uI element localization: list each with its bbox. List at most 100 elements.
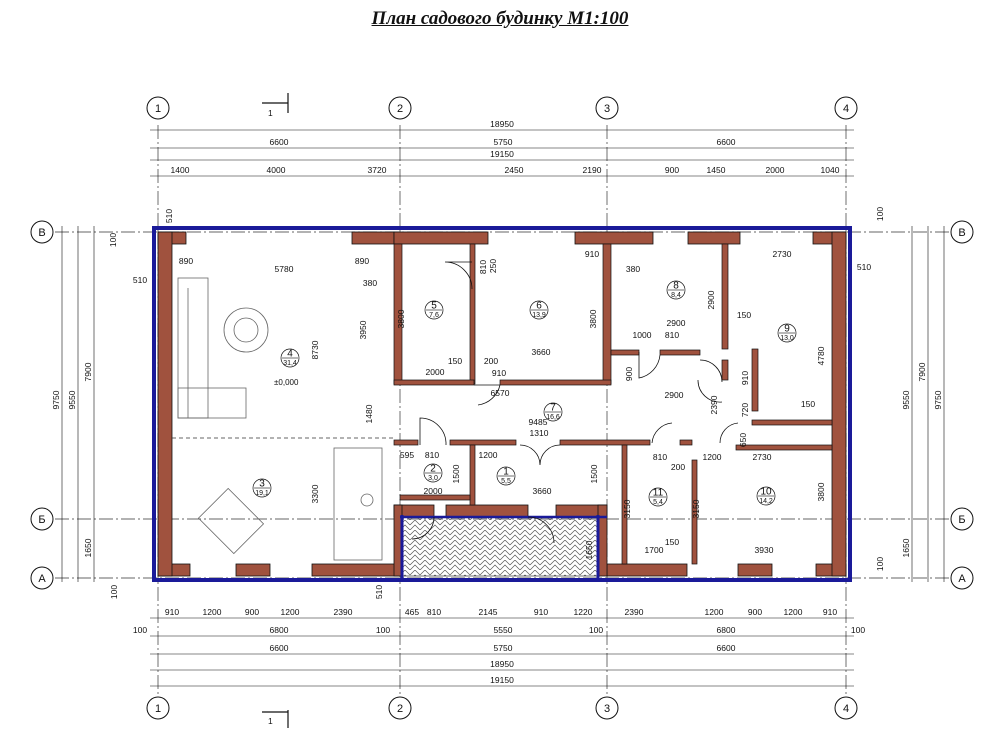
- dim-bottom-opening: 910: [823, 607, 837, 617]
- dim-top-overall-axes: 18950: [490, 119, 514, 129]
- room-number: 10: [760, 487, 772, 498]
- axis-label-4: 4: [843, 103, 849, 115]
- room-area: 16,6: [546, 414, 560, 421]
- dim-top-opening: 2450: [505, 165, 524, 175]
- rug-icon: [223, 307, 269, 353]
- dim-interior: 1500: [451, 464, 461, 483]
- dim-top-span: 6600: [270, 137, 289, 147]
- dim-interior: 2900: [706, 290, 716, 309]
- dim-interior: 380: [626, 264, 640, 274]
- axis-label-А: А: [958, 573, 966, 585]
- dim-left: 510: [374, 585, 384, 599]
- room-number: 11: [653, 488, 664, 499]
- dim-interior: 150: [737, 310, 751, 320]
- axis-bubble-4: [834, 96, 858, 120]
- dim-bottom-overall-axes: 18950: [490, 659, 514, 669]
- dim-interior: 2730: [753, 452, 772, 462]
- room-area: 5,4: [653, 499, 663, 506]
- dim-interior: 1500: [589, 464, 599, 483]
- dim-interior: 3800: [816, 482, 826, 501]
- external-walls: [152, 226, 852, 582]
- doors: [411, 261, 739, 544]
- dim-interior: 3950: [358, 320, 368, 339]
- dim-interior: 595: [400, 450, 414, 460]
- room-number: 1: [503, 467, 509, 478]
- dim-interior: 650: [738, 433, 748, 447]
- dim-left: 9750: [51, 390, 61, 409]
- dim-interior: 1480: [364, 404, 374, 423]
- dim-interior: 150: [665, 537, 679, 547]
- dim-interior: 1200: [703, 452, 722, 462]
- dim-interior: 5780: [275, 264, 294, 274]
- axis-label-В: В: [958, 227, 965, 239]
- axis-bubble-2: [388, 96, 412, 120]
- room-area: 14,2: [759, 498, 773, 505]
- dim-interior: 2000: [424, 486, 443, 496]
- dim-left: 1650: [83, 538, 93, 557]
- dim-bottom-span: 5750: [494, 643, 513, 653]
- dim-interior: 2900: [667, 318, 686, 328]
- room-area: 31,4: [283, 360, 297, 367]
- dim-bottom-wall: 100: [133, 625, 147, 635]
- dim-bottom-opening: 2390: [334, 607, 353, 617]
- drawing-title: План садового будинку М1:100: [371, 8, 629, 29]
- dim-interior: 3150: [622, 499, 632, 518]
- axis-bubble-А: [950, 566, 974, 590]
- room-area: 8,4: [671, 292, 681, 299]
- dim-right: 9550: [901, 390, 911, 409]
- axis-label-4: 4: [843, 703, 849, 715]
- dim-top-opening: 1400: [171, 165, 190, 175]
- dim-interior: 2390: [709, 395, 719, 414]
- dim-interior: 910: [585, 249, 599, 259]
- dim-bottom-opening: 1220: [574, 607, 593, 617]
- axis-label-1: 1: [155, 703, 161, 715]
- room-number: 2: [430, 464, 436, 475]
- dim-interior: 200: [484, 356, 498, 366]
- dim-interior: 6570: [491, 388, 510, 398]
- dim-bottom-opening: 910: [534, 607, 548, 617]
- dim-left: 100: [108, 233, 118, 247]
- dim-interior: 890: [179, 256, 193, 266]
- dim-interior: 1200: [479, 450, 498, 460]
- dim-interior: 810: [478, 260, 488, 274]
- dim-interior: 200: [671, 462, 685, 472]
- axis-label-3: 3: [604, 103, 610, 115]
- room-number: 4: [287, 349, 293, 360]
- room-area: 19,1: [255, 490, 269, 497]
- dim-bottom-opening: 465: [405, 607, 419, 617]
- axis-bubble-4: [834, 696, 858, 720]
- room-number: 6: [536, 301, 542, 312]
- dim-interior: 1700: [645, 545, 664, 555]
- dim-top-opening: 1450: [707, 165, 726, 175]
- axis-bubble-2: [388, 696, 412, 720]
- axis-label-2: 2: [397, 703, 403, 715]
- room-area: 13,0: [780, 335, 794, 342]
- axis-bubble-1: [146, 696, 170, 720]
- dim-bottom-opening: 2390: [625, 607, 644, 617]
- dim-bottom-wall: 100: [851, 625, 865, 635]
- axis-bubble-В: [950, 220, 974, 244]
- axis-bubble-3: [595, 96, 619, 120]
- dimension-lines: [61, 129, 945, 687]
- dim-top-span: 5750: [494, 137, 513, 147]
- room-area: 7,6: [429, 312, 439, 319]
- dim-top-opening: 1040: [821, 165, 840, 175]
- dim-top-overall: 19150: [490, 149, 514, 159]
- dim-right: 9750: [933, 390, 943, 409]
- axis-label-3: 3: [604, 703, 610, 715]
- dim-interior: 720: [740, 403, 750, 417]
- dim-interior: 3150: [691, 499, 701, 518]
- room-number: 9: [784, 324, 790, 335]
- dim-right: 510: [857, 262, 871, 272]
- dim-bottom-wall: 100: [376, 625, 390, 635]
- dim-interior: 810: [425, 450, 439, 460]
- dim-bottom-overall: 19150: [490, 675, 514, 685]
- dim-bottom-opening: 810: [427, 607, 441, 617]
- dim-bottom-opening: 1200: [784, 607, 803, 617]
- dim-interior: 150: [801, 399, 815, 409]
- dim-bottom-opening: 1200: [705, 607, 724, 617]
- dim-top-span: 6600: [717, 137, 736, 147]
- dim-bottom-opening: 1200: [281, 607, 300, 617]
